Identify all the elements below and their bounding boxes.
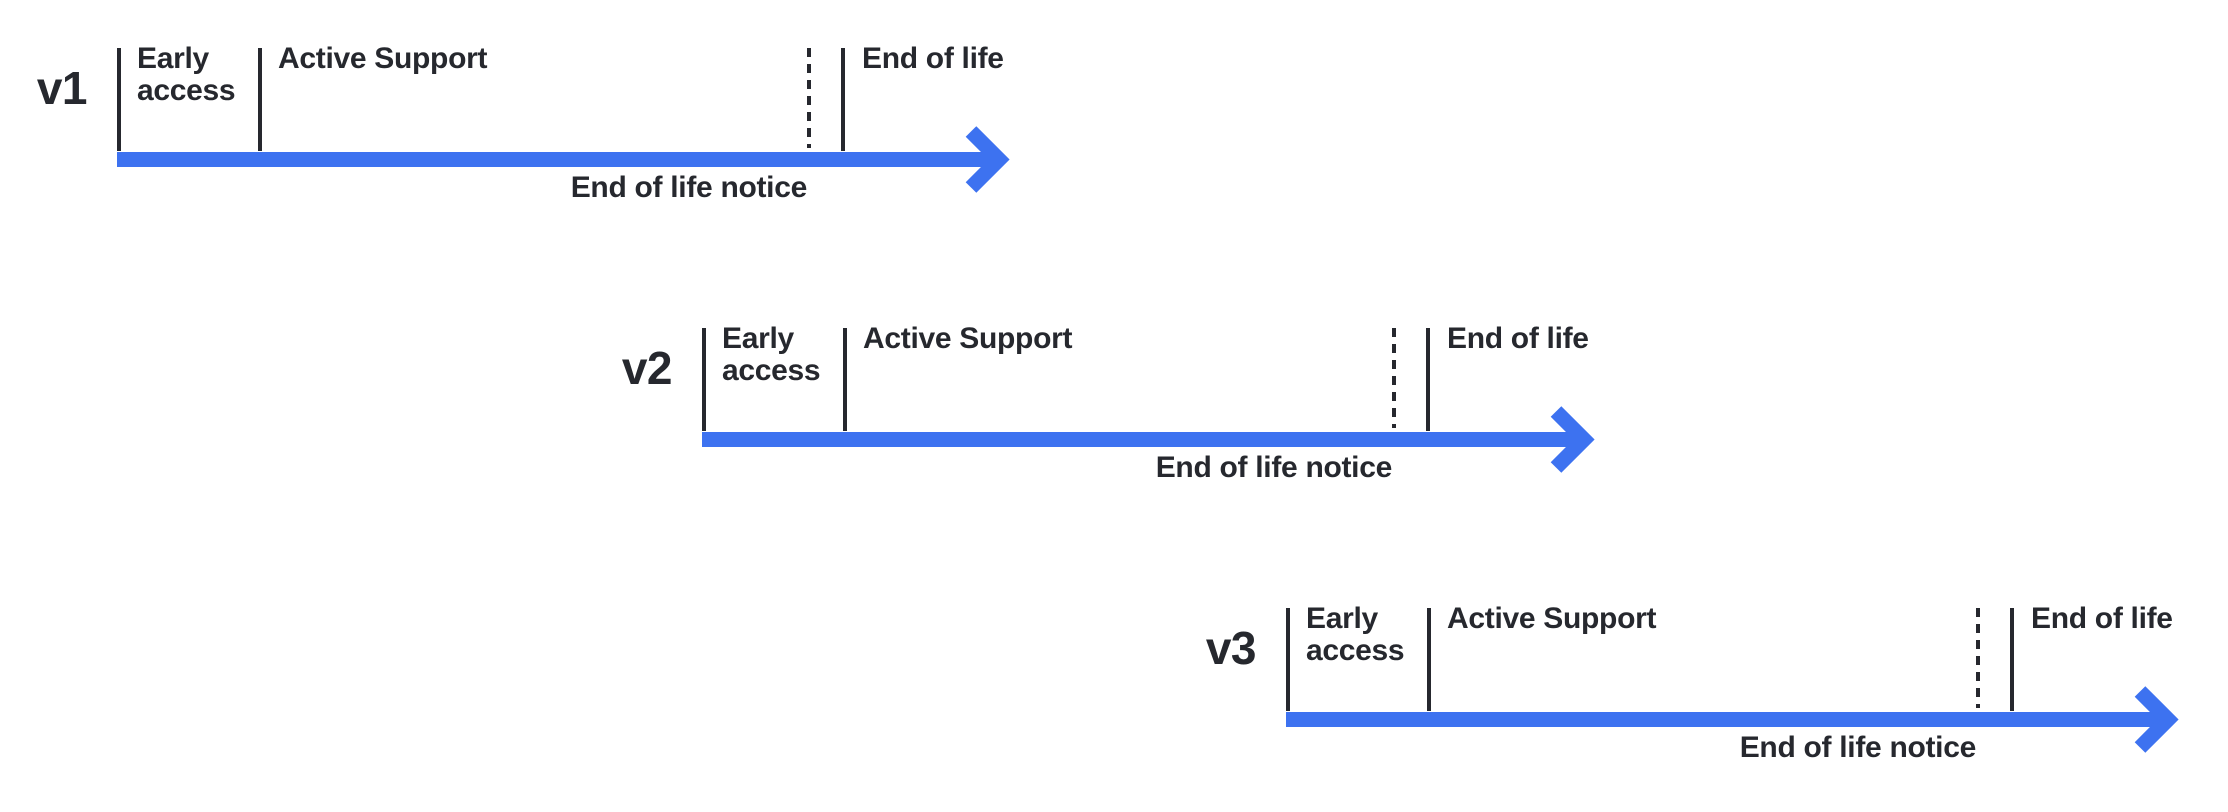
end-of-life-tick bbox=[1426, 328, 1430, 431]
active-support-label: Active Support bbox=[278, 42, 488, 75]
start-tick bbox=[117, 48, 121, 151]
early-access-label: Early access bbox=[137, 42, 236, 107]
timeline-row-v3: v3 Early access Active Support End of li… bbox=[1206, 603, 2228, 788]
end-of-life-tick bbox=[841, 48, 845, 151]
arrow-head-icon bbox=[2134, 686, 2179, 753]
start-tick bbox=[1286, 608, 1290, 711]
early-access-end-tick bbox=[1427, 608, 1431, 711]
end-of-life-label: End of life bbox=[862, 42, 1004, 75]
early-access-label: Early access bbox=[722, 322, 821, 387]
active-support-label: Active Support bbox=[1447, 602, 1657, 635]
arrow-head-icon bbox=[1550, 406, 1595, 473]
version-label: v2 bbox=[621, 342, 673, 394]
timeline-row-v1: v1 Early access Active Support End of li… bbox=[37, 43, 1067, 228]
timeline-arrow bbox=[1286, 686, 2179, 753]
end-of-life-label: End of life bbox=[2031, 602, 2173, 635]
eol-notice-dashed-tick bbox=[807, 48, 811, 148]
early-access-label: Early access bbox=[1306, 602, 1405, 667]
timeline-arrow bbox=[117, 126, 1010, 193]
start-tick bbox=[702, 328, 706, 431]
early-access-end-tick bbox=[843, 328, 847, 431]
eol-notice-dashed-tick bbox=[1976, 608, 1980, 708]
timeline-row-v2: v2 Early access Active Support End of li… bbox=[622, 323, 1652, 508]
arrow-head-icon bbox=[965, 126, 1010, 193]
eol-notice-dashed-tick bbox=[1392, 328, 1396, 428]
end-of-life-notice-label: End of life notice bbox=[1155, 451, 1393, 484]
end-of-life-label: End of life bbox=[1447, 322, 1589, 355]
end-of-life-notice-label: End of life notice bbox=[570, 171, 808, 204]
version-label: v3 bbox=[1205, 622, 1257, 674]
end-of-life-notice-label: End of life notice bbox=[1739, 731, 1977, 764]
end-of-life-tick bbox=[2010, 608, 2014, 711]
early-access-end-tick bbox=[258, 48, 262, 151]
timeline-arrow bbox=[702, 406, 1595, 473]
version-label: v1 bbox=[36, 62, 88, 114]
active-support-label: Active Support bbox=[863, 322, 1073, 355]
